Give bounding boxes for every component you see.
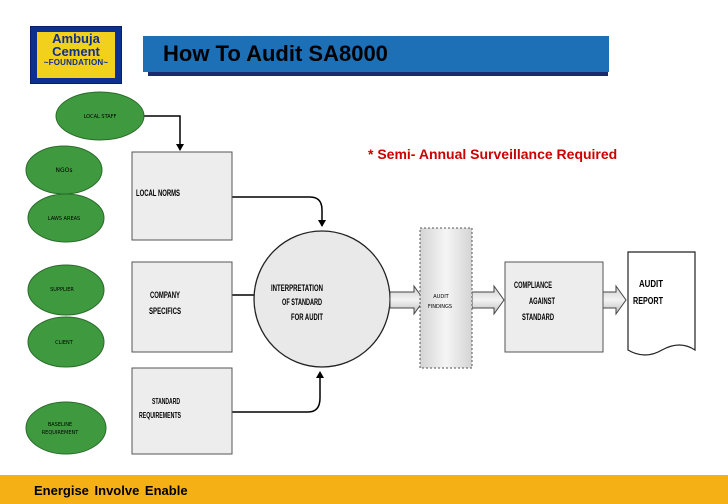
block-arrow-2 [471, 284, 505, 316]
oval-laws-areas [27, 193, 105, 243]
label-client: CLIENT [55, 340, 74, 346]
page-title: How To Audit SA8000 [163, 41, 388, 66]
box-standard-requirements [131, 367, 233, 455]
connector-standard-to-interpretation [232, 371, 324, 413]
logo-inner-panel: Ambuja Cement ~FOUNDATION~ [36, 31, 116, 79]
label-company-line1: COMPANY [150, 290, 180, 300]
label-report-line2: REPORT [633, 296, 663, 307]
label-standard-line1: STANDARD [152, 397, 180, 406]
label-ngos: NGOs [56, 167, 73, 174]
connector-local-norms-to-interpretation [232, 196, 326, 227]
column-audit-findings [419, 227, 473, 369]
label-report-line1: AUDIT [639, 279, 663, 290]
label-supplier: SUPPLIER [50, 287, 74, 293]
label-local-norms: LOCAL NORMS [136, 188, 180, 198]
oval-supplier [27, 264, 105, 316]
label-laws-areas: LAWS AREAS [48, 216, 80, 222]
oval-local-staff [55, 91, 145, 141]
label-interpretation-line2: OF STANDARD [282, 297, 322, 307]
label-compliance-line2: AGAINST [529, 296, 555, 306]
logo-line-3: ~FOUNDATION~ [43, 58, 109, 67]
title-bar [143, 36, 609, 72]
box-local-norms [131, 151, 233, 241]
label-company-line2: SPECIFICS [149, 306, 181, 316]
connector-local-staff-to-local-norms [143, 115, 184, 151]
circle-interpretation [253, 230, 391, 368]
footer-tagline: Energise Involve Enable [34, 483, 188, 498]
label-interpretation-line3: FOR AUDIT [291, 312, 323, 322]
label-compliance-line3: STANDARD [522, 312, 554, 322]
block-arrow-1 [389, 284, 425, 316]
label-standard-line2: REQUIREMENTS [139, 411, 181, 420]
label-compliance-line1: COMPLIANCE [514, 280, 552, 290]
ambuja-cement-foundation-logo: Ambuja Cement ~FOUNDATION~ [30, 26, 122, 84]
label-audit-findings-line2: FINDINGS [428, 304, 452, 310]
label-baseline-line2: REQUIREMENT [42, 430, 80, 436]
logo-line-1: Ambuja [52, 31, 100, 46]
logo-line-2: Cement [52, 44, 100, 59]
label-local-staff: LOCAL STAFF [84, 114, 117, 120]
oval-baseline-requirement [25, 401, 107, 455]
label-interpretation-line1: INTERPRETATION [271, 283, 323, 293]
document-audit-report [627, 251, 696, 356]
oval-client [27, 316, 105, 368]
label-audit-findings-line1: AUDIT [433, 294, 449, 300]
box-compliance [504, 261, 604, 353]
bottom-bar [0, 475, 728, 504]
box-company-specifics [131, 261, 233, 353]
surveillance-note: * Semi- Annual Surveillance Required [368, 146, 618, 162]
block-arrow-3 [602, 284, 627, 316]
label-baseline-line1: BASELINE [48, 422, 72, 428]
